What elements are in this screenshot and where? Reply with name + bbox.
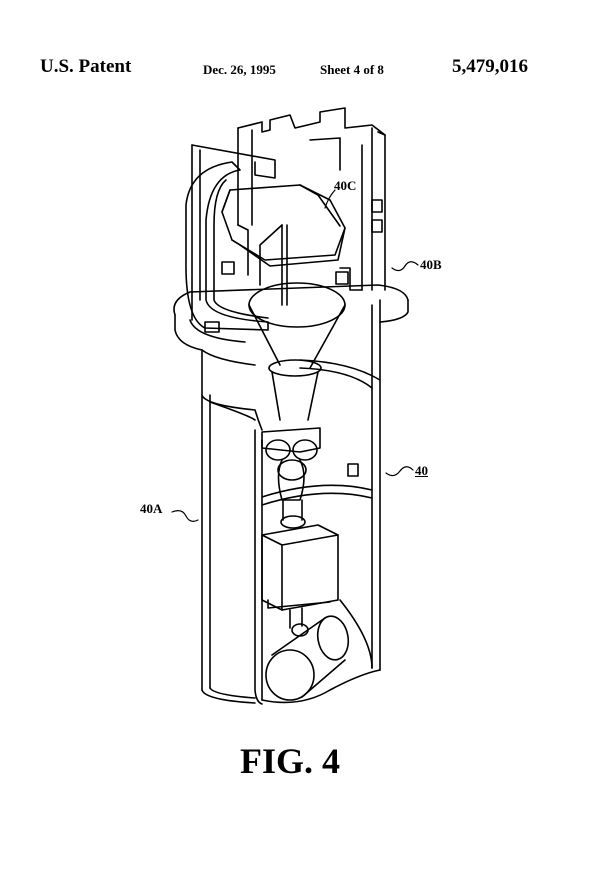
reference-label-40b: 40B <box>420 257 442 272</box>
figure-caption: FIG. 4 <box>240 741 341 781</box>
reference-label-40: 40 <box>415 463 428 478</box>
collar-flange <box>173 284 409 431</box>
support-rod <box>221 224 349 306</box>
wall-port <box>347 463 359 477</box>
patent-header-title: U.S. Patent <box>40 56 132 77</box>
funnel <box>248 282 346 421</box>
mirror-plate-40c <box>221 184 346 267</box>
sheet-number: Sheet 4 of 8 <box>320 62 384 77</box>
motor-box <box>261 524 339 629</box>
leader-lines <box>171 189 419 522</box>
reference-label-40c: 40C <box>334 178 357 193</box>
curved-arm <box>185 144 276 333</box>
patent-date: Dec. 26, 1995 <box>203 62 276 77</box>
cylinder-housing <box>201 299 381 705</box>
reference-label-40a: 40A <box>140 501 163 516</box>
joint-bracket <box>261 427 321 529</box>
patent-number: 5,479,016 <box>452 56 528 77</box>
bottom-roller <box>265 615 350 701</box>
top-frame-40b <box>237 107 386 291</box>
